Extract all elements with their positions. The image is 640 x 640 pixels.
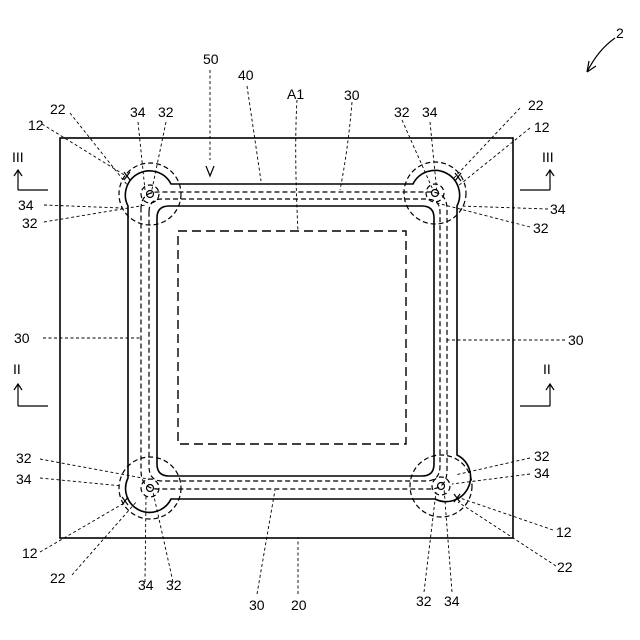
label-tl-32-side: 32 (22, 215, 38, 231)
label-bl-12: 12 (22, 545, 38, 561)
corner-br-circle-32 (432, 477, 450, 495)
arrow-50 (206, 166, 214, 176)
label-30-left: 30 (14, 330, 30, 346)
label-a1: A1 (287, 86, 304, 102)
label-50: 50 (203, 51, 219, 67)
area-a1 (178, 231, 406, 444)
label-br-34-side: 34 (534, 465, 550, 481)
label-tl-32-top: 32 (158, 104, 174, 120)
corner-tl-circle-22 (119, 163, 181, 225)
label-20: 20 (291, 597, 307, 613)
leader-lines (40, 70, 565, 594)
label-tr-34-side: 34 (550, 201, 566, 217)
wiring-dashed-inner (149, 199, 440, 481)
section-mark-iii-left (14, 170, 48, 190)
label-bl-32-side: 32 (16, 450, 32, 466)
label-tr-12: 12 (534, 119, 550, 135)
label-bl-22: 22 (50, 570, 66, 586)
section-mark-ii-left (14, 384, 48, 406)
label-30-bottom: 30 (249, 597, 265, 613)
label-tr-32-side: 32 (533, 220, 549, 236)
label-br-22: 22 (557, 559, 573, 575)
label-bl-34-bottom: 34 (138, 577, 154, 593)
section-label-iii-right: III (542, 149, 554, 165)
corner-tl-circle-32 (141, 185, 159, 203)
label-30-top: 30 (344, 87, 360, 103)
label-tl-22: 22 (50, 101, 66, 117)
figure-number-arrow (587, 38, 615, 72)
label-tl-34-side: 34 (18, 197, 34, 213)
section-mark-ii-right (520, 384, 554, 406)
label-tl-12: 12 (28, 117, 44, 133)
label-br-32-side: 32 (534, 448, 550, 464)
label-br-32-bottom: 32 (416, 593, 432, 609)
corner-br-dot-34 (438, 483, 445, 490)
section-label-ii-left: II (13, 361, 21, 377)
section-label-iii-left: III (12, 149, 24, 165)
figure-number-label: 2 (616, 25, 624, 41)
label-bl-32-bottom: 32 (166, 577, 182, 593)
corner-br-circle-22 (410, 455, 472, 517)
label-tr-22: 22 (528, 97, 544, 113)
label-tr-34-top: 34 (422, 104, 438, 120)
section-label-ii-right: II (543, 361, 551, 377)
label-tl-34-top: 34 (130, 104, 146, 120)
label-40: 40 (238, 67, 254, 83)
label-tr-32-top: 32 (394, 104, 410, 120)
label-br-12: 12 (556, 524, 572, 540)
label-br-34-bottom: 34 (444, 593, 460, 609)
label-bl-34-side: 34 (16, 471, 32, 487)
label-30-right: 30 (568, 332, 584, 348)
section-mark-iii-right (520, 170, 554, 190)
frame-inner-boundary (157, 206, 434, 476)
